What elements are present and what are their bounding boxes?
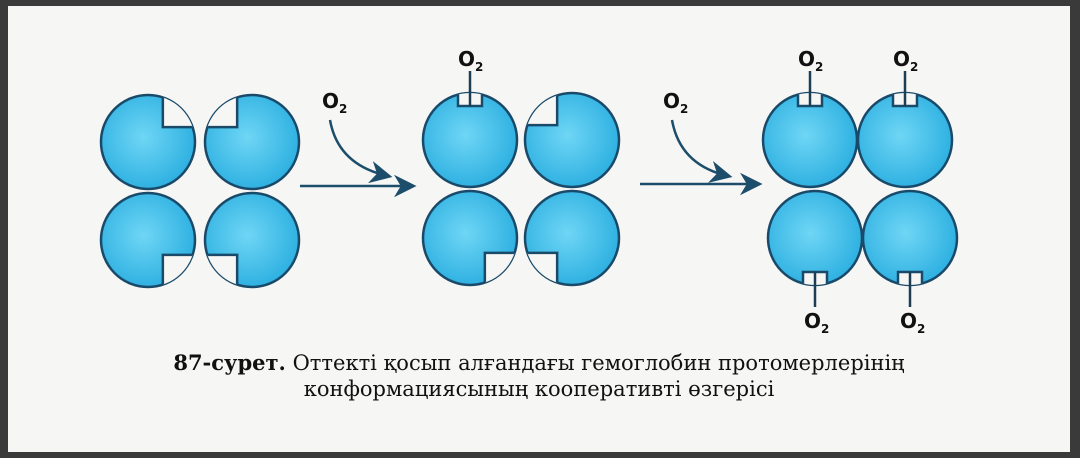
protomer-deoxygenated bbox=[523, 91, 621, 189]
protomer-oxygenated bbox=[761, 71, 859, 189]
protomer-deoxygenated bbox=[99, 93, 197, 191]
o2-binding-arrow-2 bbox=[670, 119, 733, 183]
protomer-oxygenated bbox=[421, 71, 519, 189]
protomer-deoxygenated bbox=[99, 191, 197, 289]
protomer-oxygenated bbox=[856, 71, 954, 189]
protomer-deoxygenated bbox=[203, 93, 301, 191]
o2-label: O2 bbox=[900, 309, 925, 336]
protomer-oxygenated bbox=[766, 189, 864, 307]
caption-line-1: Оттекті қосып алғандағы гемоглобин прото… bbox=[292, 351, 905, 375]
o2-label: O2 bbox=[804, 309, 829, 336]
figure-caption: 87-сурет. Оттекті қосып алғандағы гемогл… bbox=[8, 350, 1070, 402]
protomer-oxygenated bbox=[861, 189, 959, 307]
o2-label: O2 bbox=[322, 89, 347, 116]
protomer-deoxygenated bbox=[523, 189, 621, 287]
protomer-deoxygenated bbox=[421, 189, 519, 287]
o2-binding-arrow-1 bbox=[328, 119, 393, 184]
caption-number: 87-сурет. bbox=[173, 350, 286, 375]
protomer-deoxygenated bbox=[203, 191, 301, 289]
caption-line-2: конформациясының кооперативті өзгерісі bbox=[303, 377, 775, 401]
o2-label: O2 bbox=[893, 47, 918, 74]
o2-label: O2 bbox=[798, 47, 823, 74]
o2-label: O2 bbox=[663, 89, 688, 116]
o2-label: O2 bbox=[458, 47, 483, 74]
